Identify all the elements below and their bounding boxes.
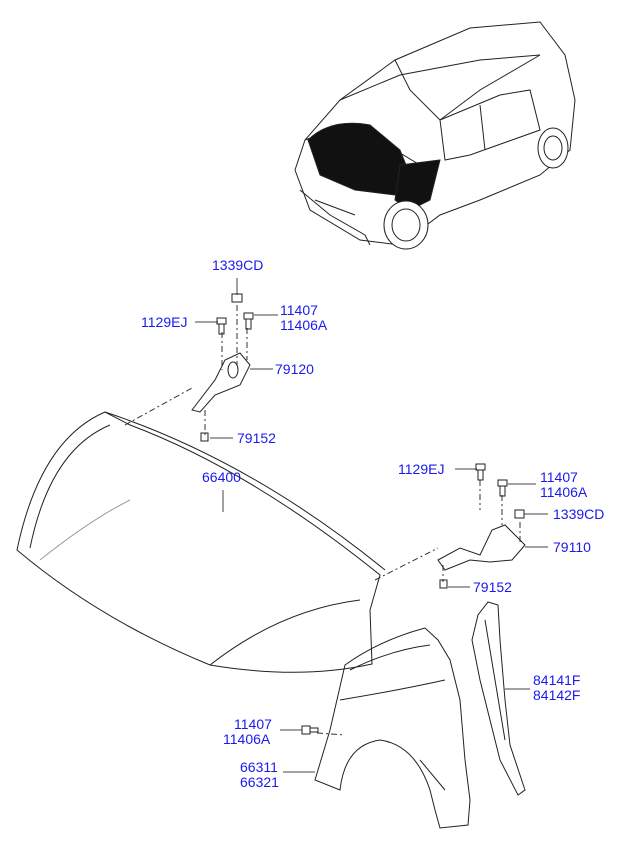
vehicle-illustration <box>294 21 576 250</box>
callout-1129ej[interactable]: 1129EJ <box>141 314 188 330</box>
callout-79152[interactable]: 79152 <box>237 430 276 446</box>
leader-lines <box>195 278 548 773</box>
callout-11407[interactable]: 11407 <box>280 302 318 318</box>
callout-66321[interactable]: 66321 <box>240 774 279 790</box>
hinge-lh-drawing <box>191 293 254 442</box>
callout-84142f[interactable]: 84142F <box>533 687 581 703</box>
fender-drawing <box>301 627 471 829</box>
callout-66400[interactable]: 66400 <box>202 469 241 485</box>
callout-11406a[interactable]: 11406A <box>280 317 328 333</box>
callout-11407-fender[interactable]: 11407 <box>234 716 272 732</box>
callout-79120[interactable]: 79120 <box>275 361 314 377</box>
assembly-lines <box>124 305 521 736</box>
callout-1339cd-rh[interactable]: 1339CD <box>553 506 605 522</box>
callout-84141f[interactable]: 84141F <box>533 672 581 688</box>
callout-79110[interactable]: 79110 <box>553 539 591 555</box>
callout-1129ej-rh[interactable]: 1129EJ <box>398 461 445 477</box>
callout-66311[interactable]: 66311 <box>240 759 278 775</box>
hinge-rh-drawing <box>437 463 526 589</box>
hood-panel <box>16 411 386 673</box>
callout-1339cd[interactable]: 1339CD <box>212 257 264 273</box>
callout-11406a-rh[interactable]: 11406A <box>540 484 588 500</box>
insulator-drawing <box>471 601 526 796</box>
callout-11406a-fender[interactable]: 11406A <box>223 731 271 747</box>
callout-79152-rh[interactable]: 79152 <box>473 579 512 595</box>
callout-11407-rh[interactable]: 11407 <box>540 469 578 485</box>
